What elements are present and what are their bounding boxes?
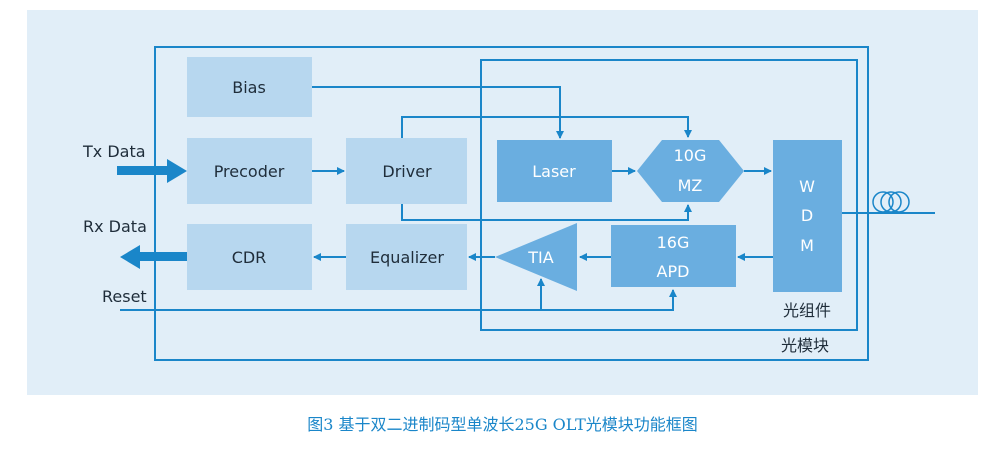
bias-label: Bias (232, 78, 266, 97)
wdm-label-d: D (801, 206, 813, 225)
bias-block (187, 57, 312, 117)
wdm-label-w: W (799, 177, 815, 196)
equalizer-label: Equalizer (370, 248, 444, 267)
laser-block (497, 140, 612, 202)
reset-label: Reset (102, 287, 147, 306)
apd-label-line1: 16G (657, 233, 690, 252)
mz-label-line1: 10G (674, 146, 707, 165)
tia-label: TIA (527, 248, 553, 267)
driver-to-mz-top-arrow (401, 116, 692, 138)
signal-lines (120, 86, 935, 311)
tx-data-label: Tx Data (82, 142, 146, 161)
optical-module-frame (154, 46, 869, 361)
mz-modulator-block (637, 140, 744, 202)
tx-data-arrow-shaft (117, 166, 169, 175)
bias-to-laser-arrow (312, 86, 564, 139)
rx-data-label: Rx Data (83, 217, 147, 236)
laser-label: Laser (532, 162, 576, 181)
wdm-label-m: M (800, 236, 814, 255)
rx-data-arrow-shaft (138, 252, 187, 261)
cdr-label: CDR (232, 248, 267, 267)
cdr-block (187, 224, 312, 290)
wdm-block (773, 140, 842, 292)
driver-label: Driver (382, 162, 432, 181)
figure-caption: 图3 基于双二进制码型单波长25G OLT光模块功能框图 (307, 415, 698, 434)
mz-label-line2: MZ (678, 176, 703, 195)
optical-module-label: 光模块 (781, 336, 829, 355)
driver-block (346, 138, 467, 204)
rx-data-arrow-head (120, 245, 140, 269)
apd-block (611, 225, 736, 287)
tx-data-arrow-head (167, 159, 187, 183)
equalizer-block (346, 224, 467, 290)
tia-block (495, 223, 577, 291)
apd-label-line2: APD (657, 262, 690, 281)
optical-assembly-label: 光组件 (783, 301, 831, 320)
reset-to-apd-arrow (120, 289, 677, 311)
precoder-block (187, 138, 312, 204)
precoder-label: Precoder (214, 162, 285, 181)
fiber-coil-icon (872, 191, 910, 213)
optical-assembly-frame (480, 59, 858, 331)
driver-to-mz-bottom-arrow (401, 204, 692, 221)
